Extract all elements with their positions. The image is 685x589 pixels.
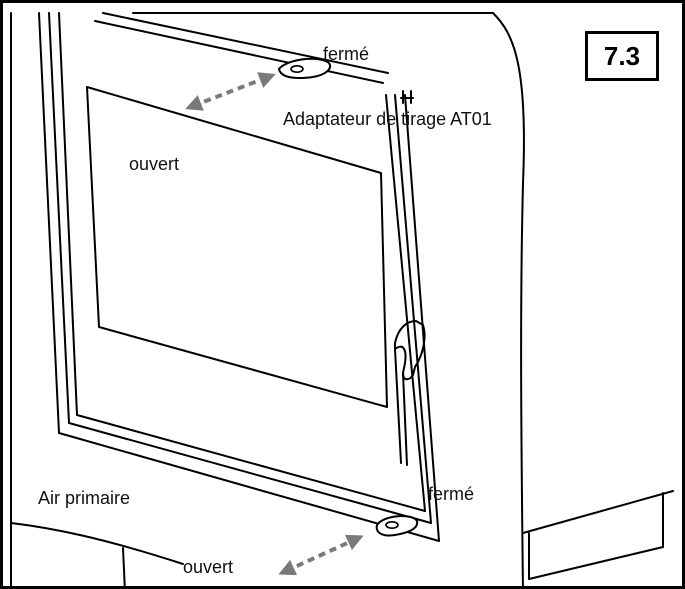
door-frame-left-inner — [48, 12, 70, 424]
base-right-panel-top — [522, 490, 674, 534]
door-frame-bottom-inner — [68, 422, 432, 524]
door-frame-bottom-inner2 — [76, 414, 426, 512]
door-frame-left-inner2 — [58, 12, 78, 416]
figure-number-badge: 7.3 — [585, 31, 659, 81]
top-closed-label: fermé — [323, 44, 370, 64]
base-right-panel-bottom — [528, 546, 664, 580]
door-frame-right-inner — [394, 94, 432, 524]
door-frame-left-outer — [38, 12, 60, 434]
base-front-curve — [10, 522, 184, 565]
top-open-label: ouvert — [129, 154, 180, 174]
top-rail-lower — [94, 20, 384, 84]
stove-door-illustration — [10, 11, 674, 586]
adapter-bracket — [400, 90, 414, 104]
window-glass — [86, 86, 388, 408]
bottom-closed-label: fermé — [428, 484, 475, 504]
door-handle — [394, 320, 426, 381]
primary-air-label: Air primaire — [38, 488, 131, 508]
door-frame-bottom-outer — [58, 432, 440, 542]
bottom-double-arrow — [278, 534, 364, 576]
bottom-open-label: ouvert — [183, 557, 234, 577]
door-frame-right-outer — [404, 94, 440, 542]
door-handle-shaft-2 — [402, 372, 408, 466]
stove-body-right-edge — [492, 12, 525, 586]
door-handle-shaft — [394, 348, 402, 464]
top-double-arrow — [185, 72, 276, 111]
top-slider-knob — [277, 57, 331, 79]
draft-adapter-label: Adaptateur de tirage AT01 — [283, 109, 492, 129]
bottom-slider-knob — [375, 515, 419, 537]
door-frame-right-inner2 — [385, 94, 426, 512]
top-rail-upper — [102, 12, 389, 74]
base-left-leg — [122, 547, 126, 586]
